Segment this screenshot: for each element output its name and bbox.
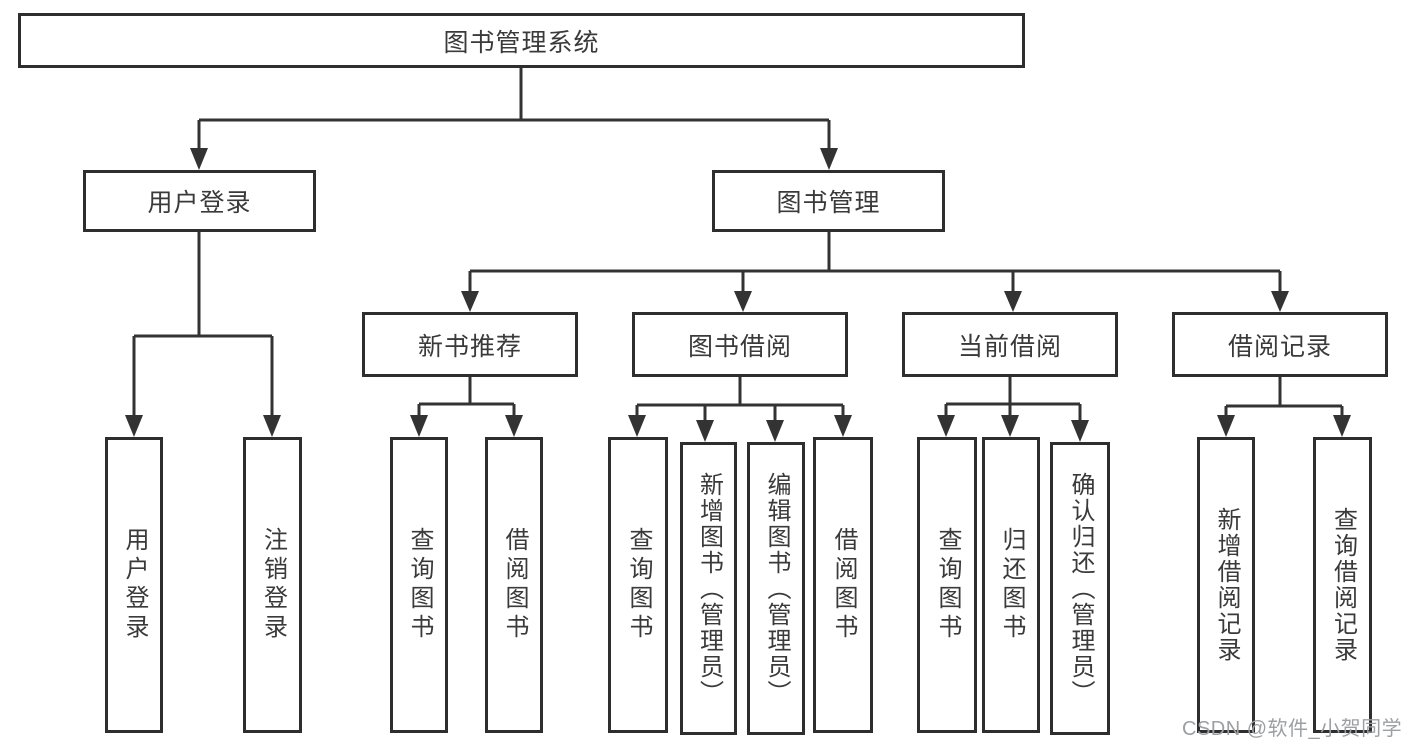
leaf-add-borrow-record: 新增借阅记录 xyxy=(1197,437,1255,733)
connector-book-mgmt xyxy=(468,232,1282,295)
connector-book-borrow xyxy=(635,377,845,424)
leaf-edit-book-admin: 编辑图书（管理员） xyxy=(747,442,805,735)
connector-user-login xyxy=(132,232,274,419)
arrow-icon xyxy=(628,415,646,437)
node-borrow-record: 借阅记录 xyxy=(1172,312,1388,377)
arrow-icon xyxy=(1271,291,1289,312)
connector-borrow-record xyxy=(1224,377,1344,420)
arrow-icon xyxy=(1217,415,1235,437)
leaf-query-borrow-record: 查询借阅记录 xyxy=(1313,437,1372,733)
connector-current-borrow xyxy=(944,377,1082,424)
arrow-icon xyxy=(1004,291,1022,312)
leaf-confirm-return-admin: 确认归还（管理员） xyxy=(1050,442,1110,735)
leaf-query-book-1: 查询图书 xyxy=(390,437,448,733)
arrow-icon xyxy=(696,420,714,442)
csdn-watermark: CSDN @软件_小贺同学 xyxy=(1182,718,1403,740)
node-book-mgmt: 图书管理 xyxy=(712,170,945,232)
leaf-query-book-3: 查询图书 xyxy=(917,437,977,733)
leaf-return-book: 归还图书 xyxy=(982,437,1040,733)
connector-new-book xyxy=(417,377,516,420)
arrow-icon xyxy=(410,415,428,437)
leaf-user-login: 用户登录 xyxy=(105,437,163,733)
arrow-icon xyxy=(1333,415,1351,437)
node-user-login: 用户登录 xyxy=(83,170,316,232)
arrow-icon xyxy=(190,148,208,170)
arrow-icon xyxy=(766,420,784,442)
arrow-icon xyxy=(263,415,281,437)
arrow-icon xyxy=(125,415,143,437)
leaf-query-book-2: 查询图书 xyxy=(608,437,668,733)
node-root: 图书管理系统 xyxy=(18,13,1025,68)
arrow-icon xyxy=(734,291,752,312)
connector-root xyxy=(197,68,831,152)
arrow-icon xyxy=(1071,420,1089,442)
arrow-icon xyxy=(834,415,852,437)
leaf-add-book-admin: 新增图书（管理员） xyxy=(680,442,737,735)
leaf-borrow-book-1: 借阅图书 xyxy=(485,437,543,733)
leaf-logout: 注销登录 xyxy=(243,437,302,733)
node-current-borrow: 当前借阅 xyxy=(902,312,1118,377)
arrowheads xyxy=(125,148,1351,442)
arrow-icon xyxy=(937,415,955,437)
leaf-borrow-book-2: 借阅图书 xyxy=(813,437,873,733)
arrow-icon xyxy=(820,148,838,170)
arrow-icon xyxy=(461,291,479,312)
arrow-icon xyxy=(1001,415,1019,437)
node-book-borrow: 图书借阅 xyxy=(632,312,848,377)
arrow-icon xyxy=(505,415,523,437)
node-new-book-recommend: 新书推荐 xyxy=(362,312,578,377)
